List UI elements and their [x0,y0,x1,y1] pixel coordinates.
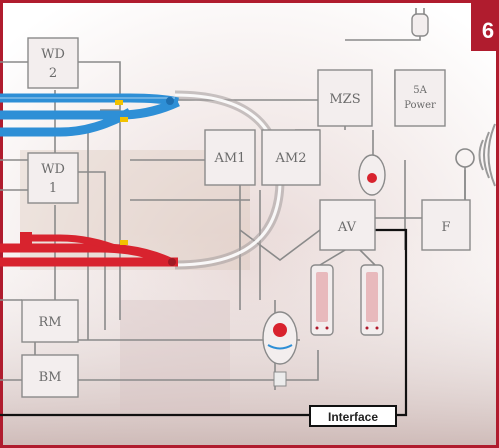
blue-track-section [0,93,180,137]
box-av-label: AV [337,220,357,235]
throttle-1-icon [310,264,334,336]
box-bm: BM [21,354,79,398]
interface-wire-right [375,228,408,417]
box-wd1-line1: WD [41,162,65,177]
box-power-line1: 5A [413,85,427,96]
box-wd1: WD 1 [27,152,79,204]
box-mzs: MZS [317,69,373,127]
box-power: 5A Power [394,69,446,127]
page-badge-number: 6 [482,18,494,43]
page-badge: 6 [471,3,499,51]
box-f-label: F [441,220,450,235]
box-mzs-label: MZS [329,92,360,107]
box-power-line2: Power [404,100,436,111]
red-track-section [0,232,178,267]
box-bm-label: BM [39,370,62,385]
box-rm-label: RM [38,315,61,330]
box-wd2: WD 2 [27,37,79,89]
box-am2-label: AM2 [275,151,307,166]
interface-label: Interface [328,410,378,424]
box-wd1-line2: 1 [49,181,57,196]
box-wd2-line1: WD [41,47,65,62]
round-controller-icon [262,311,298,387]
box-f: F [421,199,471,251]
power-plug-icon [411,8,429,37]
box-rm: RM [21,299,79,343]
interface-box: Interface [309,405,397,427]
antenna-icon [455,148,475,200]
box-am1-label: AM1 [214,151,246,166]
throttle-2-icon [360,264,384,336]
box-wd2-line2: 2 [49,66,57,81]
box-am1: AM1 [204,129,256,186]
background-scene [120,300,230,410]
radio-waves-icon [478,123,496,187]
box-am2: AM2 [261,129,321,186]
box-av: AV [319,199,376,251]
handheld-device-icon [358,154,386,196]
